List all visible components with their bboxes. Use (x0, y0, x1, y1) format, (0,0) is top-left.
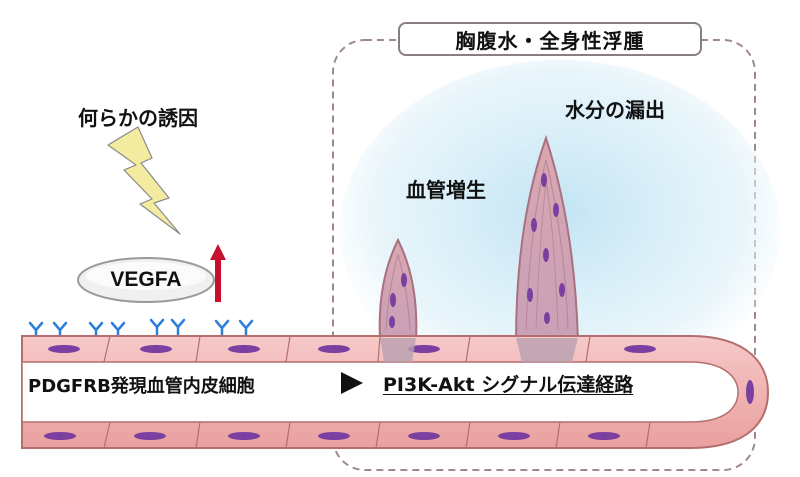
angiogenesis-sprout-large (514, 134, 580, 343)
up-arrow-icon (210, 244, 226, 302)
vegfa-label: VEGFA (110, 268, 182, 291)
endothelial-cell-label: PDGFRB発現血管内皮細胞 (28, 376, 255, 397)
angiogenesis-label: 血管増生 (406, 178, 486, 202)
leakage-label: 水分の漏出 (565, 98, 665, 122)
edema-region-title: 胸腹水・全身性浮腫 (398, 22, 702, 56)
lightning-icon (107, 126, 181, 235)
pathway-label: PI3K-Akt シグナル伝達経路 (383, 374, 634, 396)
angiogenesis-sprout-small (378, 237, 418, 341)
blood-vessel (21, 335, 770, 449)
trigger-label: 何らかの誘因 (78, 106, 198, 130)
arrowhead-icon (341, 372, 363, 394)
